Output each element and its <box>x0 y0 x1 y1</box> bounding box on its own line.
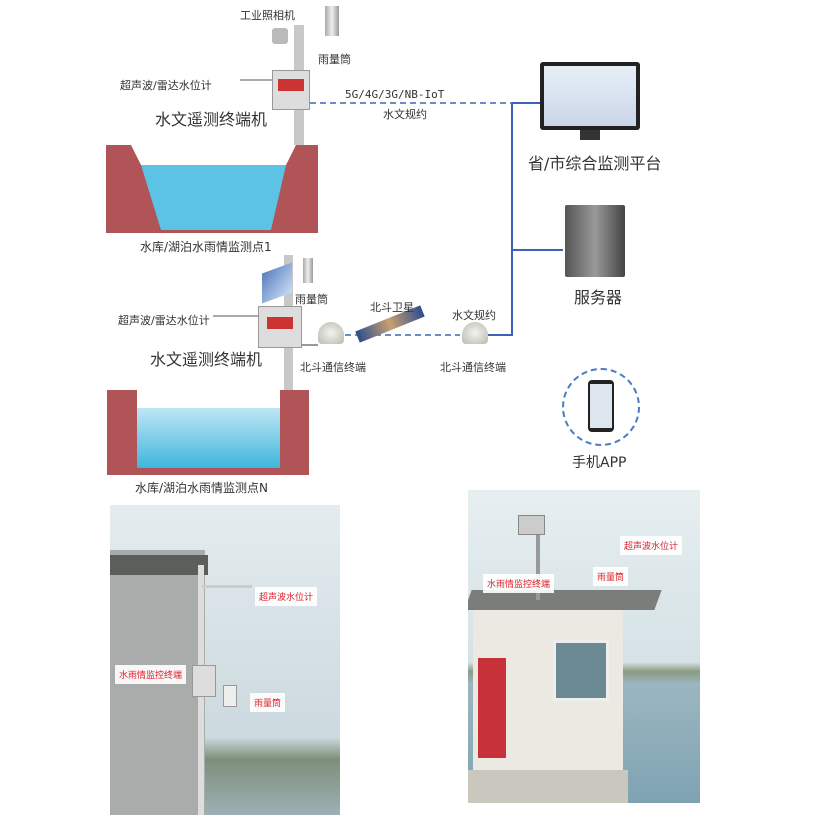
roof <box>468 590 662 610</box>
terminal-label: 水雨情监控终端 <box>115 665 187 684</box>
photo-right: 超声波水位计 水雨情监控终端 雨量筒 <box>468 490 700 803</box>
app-circle <box>562 368 640 446</box>
platform-label: 省/市综合监测平台 <box>528 154 662 173</box>
protocol-label-2: 水文规约 <box>452 309 496 322</box>
site-label: 水库/湖泊水雨情监测点1 <box>140 240 272 254</box>
phone-icon <box>588 380 614 432</box>
rain-gauge-label: 雨量筒 <box>295 293 328 306</box>
site-label: 水库/湖泊水雨情监测点N <box>135 481 269 495</box>
rain-gauge-icon <box>223 685 237 707</box>
camera-icon <box>272 28 288 44</box>
solar-panel-icon <box>518 515 545 535</box>
protocol-label: 水文规约 <box>383 108 427 121</box>
beidou-terminal-icon <box>318 322 344 344</box>
terminal-label: 水雨情监控终端 <box>483 574 555 593</box>
window <box>553 640 609 701</box>
level-meter-label: 超声波/雷达水位计 <box>120 79 212 92</box>
app-label: 手机APP <box>572 455 627 471</box>
beidou-terminal-icon-2 <box>462 322 488 344</box>
terminal-label: 水文遥测终端机 <box>155 110 268 129</box>
network-label: 5G/4G/3G/NB-IoT <box>345 88 445 101</box>
door <box>478 658 506 758</box>
terminal-box-icon <box>272 70 310 110</box>
beidou-terminal-label: 北斗通信终端 <box>300 361 366 374</box>
reservoir-n <box>107 390 309 475</box>
reservoir-1 <box>106 145 318 233</box>
level-meter-label: 超声波水位计 <box>620 536 683 555</box>
rain-gauge-label: 雨量筒 <box>318 53 351 66</box>
satellite-label: 北斗卫星 <box>370 301 414 314</box>
photo-left: 超声波水位计 水雨情监控终端 雨量筒 <box>110 505 340 815</box>
server-icon <box>565 205 625 277</box>
terminal-box-icon <box>258 306 302 348</box>
terminal-label: 水文遥测终端机 <box>150 350 263 369</box>
backbone-line <box>488 103 513 336</box>
level-meter-label: 超声波水位计 <box>255 587 318 606</box>
rain-gauge-label: 雨量筒 <box>593 567 629 586</box>
rain-gauge-icon <box>325 6 339 36</box>
camera-label: 工业照相机 <box>240 9 295 22</box>
rain-gauge-label: 雨量筒 <box>250 693 286 712</box>
monitor-icon <box>540 62 640 130</box>
rain-gauge-icon <box>303 258 313 283</box>
server-label: 服务器 <box>574 288 623 307</box>
terminal-box-icon <box>192 665 216 697</box>
level-meter-label: 超声波/雷达水位计 <box>118 314 210 327</box>
beidou-terminal-label-2: 北斗通信终端 <box>440 361 506 374</box>
